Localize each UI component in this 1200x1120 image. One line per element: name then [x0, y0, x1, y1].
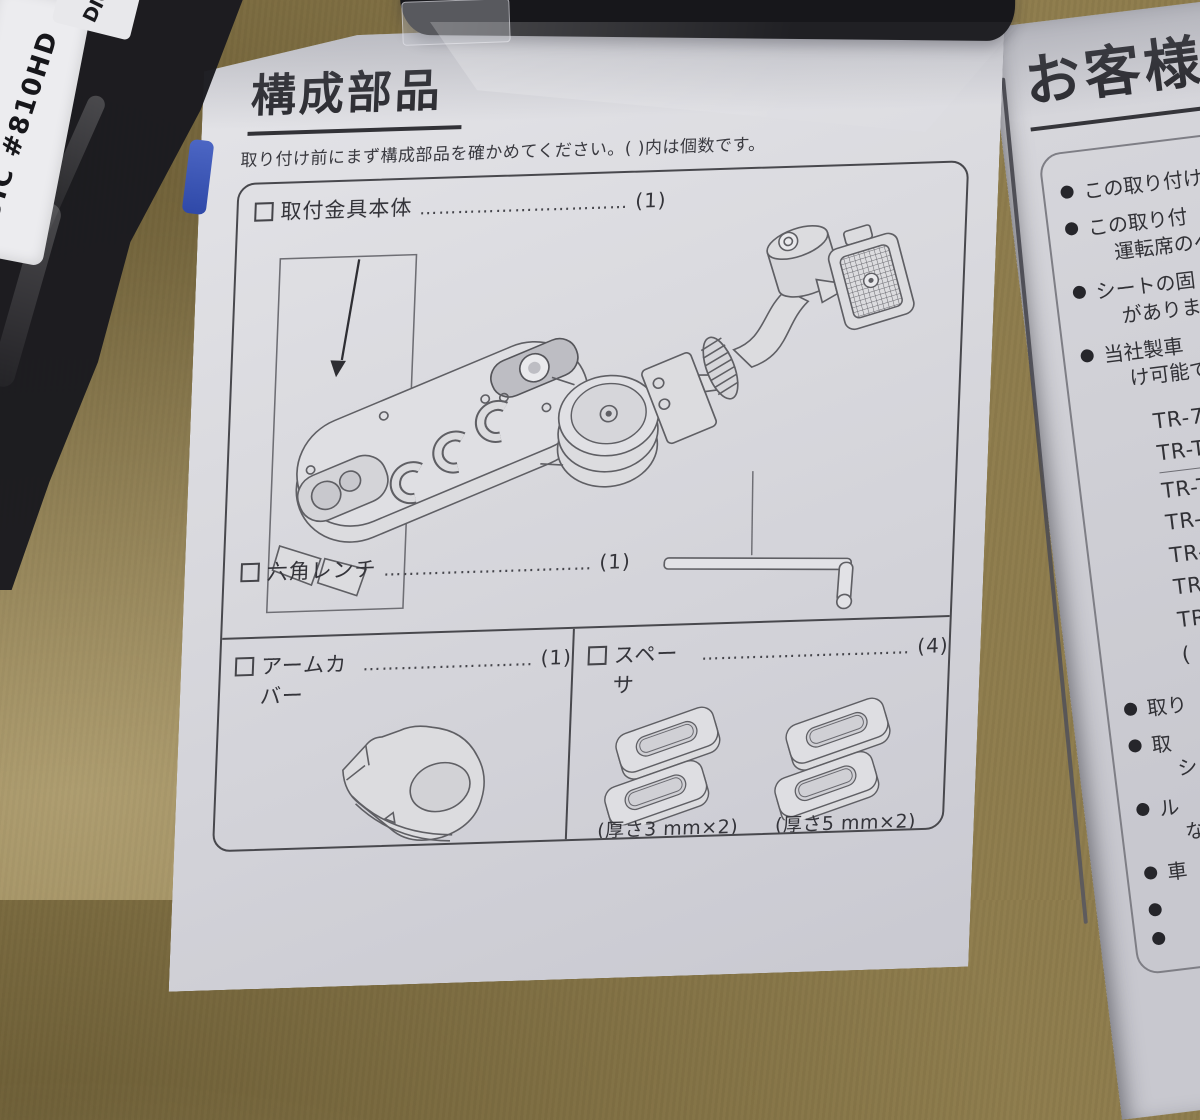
- bullet-icon: [1080, 349, 1094, 363]
- plastic-bag-corner: [401, 0, 510, 46]
- bullet-icon: [1143, 865, 1157, 879]
- spacer-drawing: [581, 687, 946, 827]
- notice-box: この取り付け この取り付 運転席のヘ シートの固 があります 当社製車 け可能で…: [1038, 105, 1200, 976]
- bullet-text: この取り付け: [1082, 164, 1200, 205]
- part-label: 六角レンチ: [266, 553, 377, 587]
- arm-cover-drawing: [310, 703, 516, 853]
- bullet-icon: [1151, 931, 1165, 945]
- bullet-icon: [1148, 902, 1162, 916]
- arm-tube: [733, 289, 809, 367]
- list-item: この取り付け: [1059, 134, 1200, 208]
- cell-spacer: スペーサ …………………………… (4): [567, 617, 950, 842]
- parts-table: 取付金具本体 …………………………… (1): [212, 160, 969, 852]
- bullet-icon: [1072, 285, 1086, 299]
- part-label: スペーサ: [612, 637, 695, 700]
- bottom-row: アームカバー ……………………… (1) スペーサ ………………: [214, 617, 950, 852]
- bullet-text-cont: シ: [1176, 753, 1199, 782]
- bullet-text-cont: な: [1184, 817, 1200, 846]
- spacer-note-5mm: (厚さ5 mm×2): [775, 806, 917, 837]
- bullet-icon: [1128, 739, 1142, 753]
- bullet-icon: [1064, 222, 1078, 236]
- checkbox-icon: [235, 657, 255, 677]
- dot-leader: ……………………………: [383, 553, 593, 581]
- bullet-text: 取り: [1146, 690, 1189, 721]
- part-number-text-partial: DIC: [79, 0, 115, 26]
- bullet-icon: [1123, 702, 1137, 716]
- part-count: (1): [599, 549, 631, 574]
- part-count: (1): [540, 645, 572, 670]
- right-page-title: お客様へ: [1019, 4, 1200, 131]
- cell-arm-cover: アームカバー ……………………… (1): [214, 629, 575, 853]
- leader-line: [750, 471, 755, 555]
- checkbox-icon: [240, 563, 260, 583]
- bullet-icon: [1136, 802, 1150, 816]
- bullet-icon: [1060, 185, 1074, 199]
- checkbox-icon: [588, 646, 608, 666]
- main-manual-page: 構成部品 取り付け前にまず構成部品を確かめてください。( )内は個数です。 取付…: [169, 10, 1005, 992]
- right-manual-page: お客様へ この取り付け この取り付 運転席のヘ シートの固 があります 当社製車…: [988, 0, 1200, 1120]
- model-list: TR-7L TR-TT TR-T TR-M TR-T TR- TR: [1151, 366, 1200, 637]
- page-title: 構成部品: [247, 53, 464, 136]
- dot-leader: ………………………: [362, 649, 534, 675]
- part-count: (4): [917, 633, 949, 658]
- dot-leader: ……………………………: [701, 637, 911, 665]
- bullet-group-bottom: 取り 取 シ ル な 車: [1123, 651, 1200, 946]
- hex-wrench-drawing: [661, 558, 855, 609]
- right-page-title-text: お客様: [1021, 29, 1200, 115]
- bullet-text: 車: [1166, 857, 1189, 886]
- spacer-note-3mm: (厚さ3 mm×2): [597, 812, 739, 843]
- part-label: アームカバー: [259, 648, 356, 711]
- part-line-arm-cover: アームカバー ……………………… (1): [233, 641, 572, 712]
- cell-bracket: 取付金具本体 …………………………… (1): [222, 162, 967, 640]
- arrow-line: [342, 259, 359, 360]
- arrow-icon: [330, 360, 346, 378]
- part-number-text: DIC #810HD: [0, 27, 65, 225]
